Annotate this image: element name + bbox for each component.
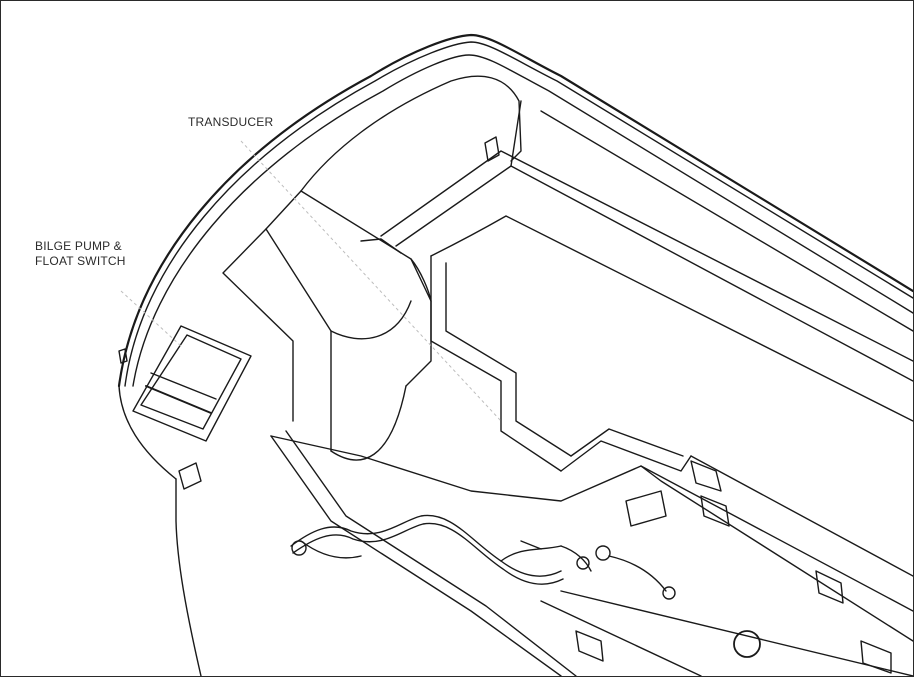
deck-clips — [575, 460, 892, 674]
bilge-hatch — [132, 325, 252, 442]
cable-harness — [290, 490, 676, 600]
cockpit-floor — [270, 430, 913, 676]
deck-surfaces — [380, 100, 913, 577]
drain-ring — [733, 630, 761, 658]
bilge-pump-float-switch-label: BILGE PUMP & FLOAT SWITCH — [35, 239, 126, 269]
transducer-label: TRANSDUCER — [188, 115, 274, 129]
bilge-label-line-1: BILGE PUMP & — [35, 239, 122, 253]
bilge-label-line-2: FLOAT SWITCH — [35, 254, 126, 268]
transom-fittings — [118, 136, 500, 490]
transducer-leader-line — [240, 140, 502, 422]
hull-outer-edge — [117, 33, 913, 676]
console-block — [222, 75, 522, 461]
bilge-leader-line — [120, 290, 182, 347]
